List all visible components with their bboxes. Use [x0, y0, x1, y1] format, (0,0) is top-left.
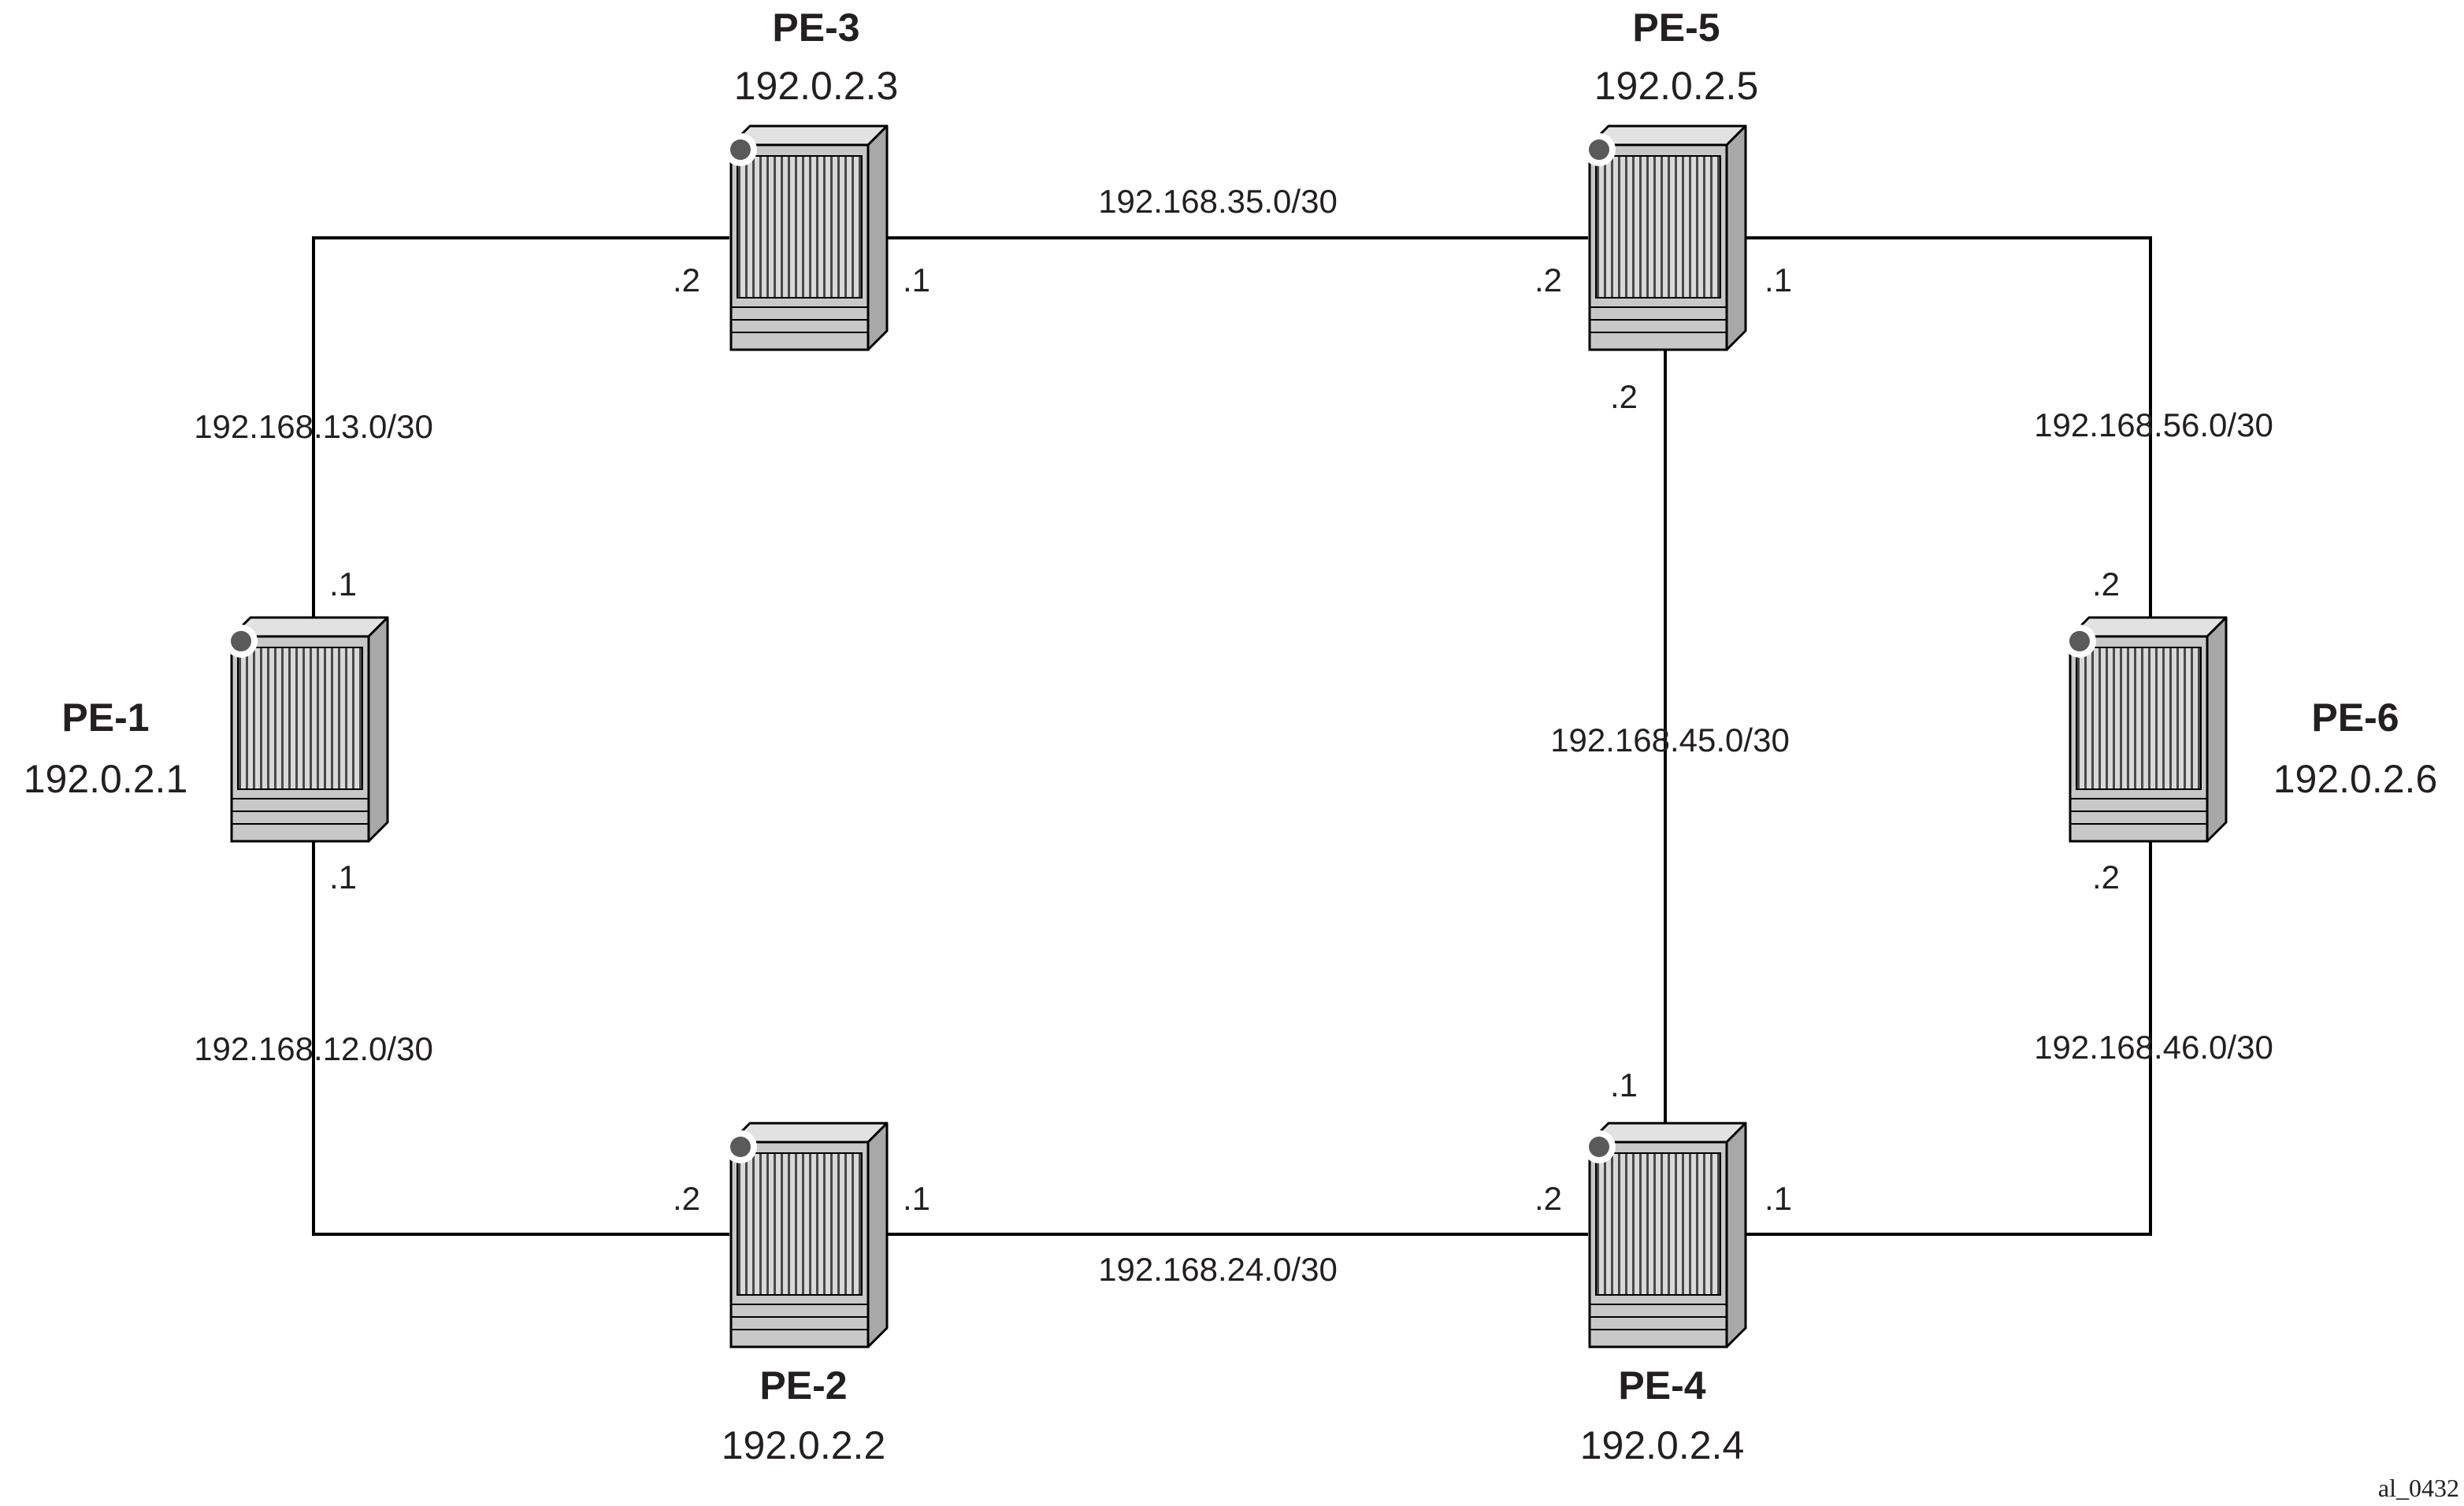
router-name: PE-2: [759, 1363, 847, 1408]
router-ip: 192.0.2.6: [2273, 757, 2438, 801]
router-pe3: PE-3 192.0.2.3: [722, 6, 899, 351]
router-ip: 192.0.2.5: [1594, 64, 1759, 108]
subnet-label-pe1-pe3: 192.168.13.0/30: [194, 408, 433, 445]
link-pe1-pe2: [312, 840, 729, 1236]
subnet-label-pe2-pe4: 192.168.24.0/30: [1098, 1251, 1338, 1288]
router-pe5: PE-5 192.0.2.5: [1581, 6, 1759, 351]
port-labels: .1 .1 .2 .1 .2 .1 .2 .2 .2 .2 .1 .2 .1 .…: [329, 262, 2120, 1217]
router-icon: [1581, 1122, 1747, 1348]
port-label-pe1-to-pe2: .1: [329, 859, 357, 896]
figure-id: al_0432: [2378, 1474, 2459, 1502]
port-label-pe4-to-pe2: .2: [1534, 1180, 1562, 1217]
router-pe1: PE-1 192.0.2.1: [24, 616, 389, 843]
port-label-pe6-to-pe4: .2: [2092, 859, 2120, 896]
port-label-pe3-to-pe5: .1: [903, 262, 930, 299]
router-pe4: PE-4 192.0.2.4: [1580, 1122, 1747, 1467]
router-ip: 192.0.2.2: [722, 1423, 886, 1467]
port-label-pe3-to-pe1: .2: [673, 262, 700, 299]
port-label-pe1-to-pe3: .1: [329, 566, 357, 603]
subnet-label-pe4-pe6: 192.168.46.0/30: [2034, 1029, 2273, 1066]
router-name: PE-6: [2311, 696, 2399, 740]
link-pe5-pe6: [1735, 236, 2152, 630]
router-icon: [722, 124, 889, 351]
router-ip: 192.0.2.4: [1580, 1423, 1745, 1467]
router-name: PE-3: [772, 6, 859, 50]
router-pe2: PE-2 192.0.2.2: [722, 1122, 889, 1467]
link-pe1-pe3: [312, 236, 729, 635]
port-label-pe2-to-pe4: .1: [903, 1180, 930, 1217]
router-name: PE-4: [1618, 1363, 1705, 1408]
router-ip: 192.0.2.1: [24, 757, 188, 801]
subnet-labels: 192.168.13.0/30 192.168.12.0/30 192.168.…: [194, 183, 2273, 1288]
links: [312, 236, 2152, 1236]
port-label-pe2-to-pe1: .2: [673, 1180, 700, 1217]
router-pe6: PE-6 192.0.2.6: [2061, 616, 2438, 843]
port-label-pe5-to-pe3: .2: [1534, 262, 1562, 299]
router-icon: [223, 616, 389, 843]
router-name: PE-5: [1632, 6, 1720, 50]
link-pe4-pe6: [1735, 840, 2152, 1236]
router-ip: 192.0.2.3: [734, 64, 899, 108]
subnet-label-pe4-pe5: 192.168.45.0/30: [1550, 721, 1790, 759]
port-label-pe5-to-pe4: .2: [1610, 378, 1638, 415]
router-icon: [1581, 124, 1747, 351]
router-icon: [722, 1122, 889, 1348]
subnet-label-pe5-pe6: 192.168.56.0/30: [2034, 406, 2273, 443]
router-icon: [2061, 616, 2228, 843]
port-label-pe5-to-pe6: .1: [1765, 262, 1792, 299]
subnet-label-pe1-pe2: 192.168.12.0/30: [194, 1030, 433, 1067]
port-label-pe4-to-pe5: .1: [1610, 1066, 1638, 1104]
subnet-label-pe3-pe5: 192.168.35.0/30: [1098, 183, 1338, 220]
port-label-pe6-to-pe5: .2: [2092, 566, 2120, 603]
port-label-pe4-to-pe6: .1: [1765, 1180, 1792, 1217]
router-name: PE-1: [61, 696, 149, 740]
